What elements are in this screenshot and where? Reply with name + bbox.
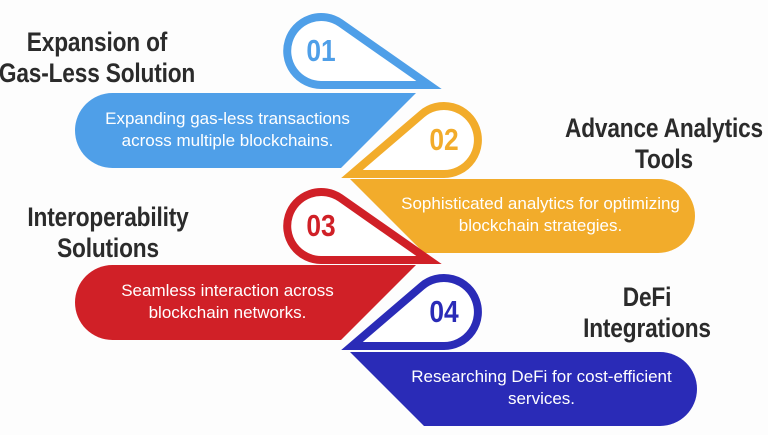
item-2-bar-shape bbox=[350, 179, 695, 253]
item-1-bar-shape bbox=[75, 93, 416, 168]
step-number-02: 02 bbox=[429, 122, 459, 157]
step-number-01: 01 bbox=[306, 33, 336, 68]
item-3-title: Interoperability Solutions bbox=[27, 202, 189, 263]
item-1-description: Expanding gas-less transactions across m… bbox=[105, 108, 350, 150]
teardrop-right-shape bbox=[283, 13, 442, 89]
item-2-bar bbox=[350, 179, 695, 253]
item-2-description: Sophisticated analytics for optimizing b… bbox=[401, 194, 680, 235]
item-1-bar bbox=[75, 93, 416, 168]
item-3-description: Seamless interaction across blockchain n… bbox=[121, 280, 334, 322]
item-1-number-badge bbox=[283, 13, 442, 89]
step-number-04: 04 bbox=[429, 294, 459, 329]
item-3-bar bbox=[75, 265, 416, 340]
teardrop-right-shape bbox=[283, 188, 442, 264]
item-4-description: Researching DeFi for cost-efficient serv… bbox=[411, 367, 672, 408]
item-2-title: Advance Analytics Tools bbox=[564, 113, 763, 174]
item-3-bar-shape bbox=[75, 265, 416, 340]
item-3-number-badge bbox=[283, 188, 442, 264]
item-4-bar bbox=[350, 352, 697, 426]
teardrop-left-shape bbox=[341, 102, 482, 178]
item-4-title: DeFi Integrations bbox=[583, 282, 711, 343]
item-2-number-badge bbox=[341, 102, 482, 178]
item-1-title: Expansion of Gas-Less Solution bbox=[0, 27, 196, 88]
step-number-03: 03 bbox=[306, 208, 336, 243]
teardrop-left-shape bbox=[341, 274, 482, 350]
item-4-number-badge bbox=[341, 274, 482, 350]
item-4-bar-shape bbox=[350, 352, 697, 426]
